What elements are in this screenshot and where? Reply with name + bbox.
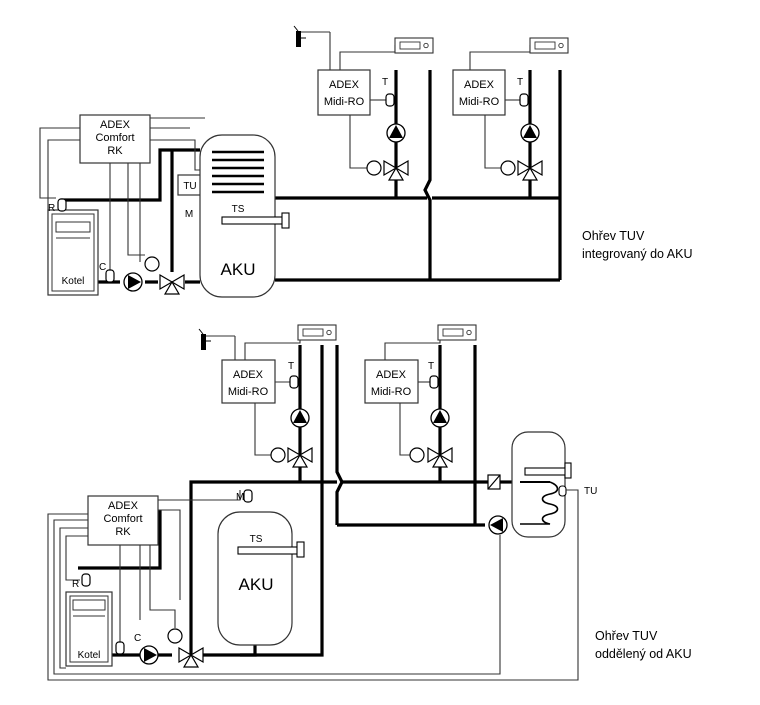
top-circuit-b-line-2: Midi-RO xyxy=(459,96,500,108)
bottom-circuit-b-actuator-icon xyxy=(409,447,425,463)
bottom-circuit-b-sensor-icon xyxy=(429,375,439,389)
bottom-circuit-a-pump-icon xyxy=(290,408,310,428)
top-controller-line-1: ADEX xyxy=(100,119,131,131)
bottom-valve-actuator-icon xyxy=(167,628,183,644)
bottom-circuit-b-controller: ADEX Midi-RO xyxy=(364,359,419,404)
top-sensor-r-label: R xyxy=(48,203,55,214)
bottom-boiler-label: Kotel xyxy=(78,650,101,661)
bottom-sensor-c-label: C xyxy=(134,633,141,644)
top-circuit-b-sensor-icon xyxy=(519,93,529,107)
top-circuit-b-controller: ADEX Midi-RO xyxy=(452,69,506,116)
top-outdoor-sensor-icon xyxy=(293,25,307,48)
top-boiler-label: Kotel xyxy=(62,276,85,287)
bottom-check-valve-icon xyxy=(487,474,501,490)
top-sensor-m-label: M xyxy=(185,209,193,220)
top-mixing-valve-icon xyxy=(159,274,185,295)
top-boiler-pump-icon xyxy=(123,272,143,292)
top-circuit-a-t-label: T xyxy=(382,77,388,88)
top-controller-comfort: ADEX Comfort RK xyxy=(79,114,151,164)
bottom-controller-line-2: Comfort xyxy=(103,513,142,525)
bottom-controller-line-1: ADEX xyxy=(108,500,139,512)
top-aku-tank: TS AKU xyxy=(199,134,290,298)
top-circuit-b-t-label: T xyxy=(517,77,523,88)
bottom-sensor-m-label: M xyxy=(236,492,244,503)
top-circuit-a-controller: ADEX Midi-RO xyxy=(317,69,371,116)
bottom-room-unit-b-icon xyxy=(437,324,477,341)
bottom-room-unit-a-icon xyxy=(297,324,337,341)
top-caption-line-2: integrovaný do AKU xyxy=(582,247,693,261)
top-sensor-c-icon xyxy=(105,269,115,283)
top-room-unit-b-icon xyxy=(529,37,569,54)
bottom-aku-tank: TS AKU xyxy=(217,511,305,646)
bottom-caption-line-2: oddělený od AKU xyxy=(595,647,692,661)
top-circuit-a-pump-icon xyxy=(386,123,406,143)
top-circuit-b-line-1: ADEX xyxy=(464,79,495,91)
bottom-circuit-a-line-2: Midi-RO xyxy=(228,386,269,398)
bottom-outdoor-sensor-icon xyxy=(198,328,212,351)
top-scheme: ADEX Comfort RK Kotel R C TU M xyxy=(39,25,693,298)
bottom-circuit-a-controller: ADEX Midi-RO xyxy=(221,359,276,404)
bottom-sensor-ts-label: TS xyxy=(250,534,263,545)
bottom-circuit-a-actuator-icon xyxy=(270,447,286,463)
bottom-aku-label: AKU xyxy=(239,575,274,594)
top-valve-actuator-icon xyxy=(144,256,160,272)
top-circuit-a-sensor-icon xyxy=(385,93,395,107)
bottom-circuit-a-line-1: ADEX xyxy=(233,369,264,381)
bottom-circuit-b-line-1: ADEX xyxy=(376,369,407,381)
bottom-scheme: ADEX Comfort RK Kotel R C M TS xyxy=(47,324,692,681)
bottom-circuit-b-t-label: T xyxy=(428,361,434,372)
top-controller-line-3: RK xyxy=(107,145,123,157)
bottom-boiler-pump-icon xyxy=(139,645,159,665)
top-caption-line-1: Ohřev TUV xyxy=(582,229,645,243)
top-sensor-tu-label: TU xyxy=(183,181,196,192)
bottom-circuit-b-pump-icon xyxy=(430,408,450,428)
top-circuit-a-line-2: Midi-RO xyxy=(324,96,365,108)
bottom-circuit-a-sensor-icon xyxy=(289,375,299,389)
top-room-unit-a-icon xyxy=(394,37,434,54)
top-circuit-a-line-1: ADEX xyxy=(329,79,360,91)
bottom-circuit-a-t-label: T xyxy=(288,361,294,372)
bottom-circuit-b-line-2: Midi-RO xyxy=(371,386,412,398)
bottom-tuv-pump-icon xyxy=(488,515,508,535)
top-controller-line-2: Comfort xyxy=(95,132,134,144)
top-sensor-ts-label: TS xyxy=(232,204,245,215)
top-aku-label: AKU xyxy=(221,260,256,279)
bottom-controller-comfort: ADEX Comfort RK xyxy=(87,495,159,546)
top-boiler: Kotel xyxy=(47,209,99,296)
bottom-sensor-c-icon xyxy=(115,641,125,655)
bottom-controller-line-3: RK xyxy=(115,526,131,538)
bottom-caption-line-1: Ohřev TUV xyxy=(595,629,658,643)
top-sensor-r-icon xyxy=(57,198,67,212)
top-circuit-b-actuator-icon xyxy=(500,160,516,176)
bottom-sensor-r-icon xyxy=(81,573,91,587)
bottom-boiler: Kotel xyxy=(65,591,113,667)
top-sensor-tu-m: TU M xyxy=(177,174,203,220)
bottom-sensor-tu-label: TU xyxy=(584,486,597,497)
bottom-sensor-m-icon xyxy=(243,489,253,503)
bottom-tuv-boiler: TU xyxy=(511,431,597,538)
bottom-sensor-r-label: R xyxy=(72,579,79,590)
top-circuit-a-actuator-icon xyxy=(366,160,382,176)
top-sensor-c-label: C xyxy=(99,262,106,273)
top-circuit-b-pump-icon xyxy=(520,123,540,143)
bottom-tuv-coil-icon xyxy=(520,481,559,525)
